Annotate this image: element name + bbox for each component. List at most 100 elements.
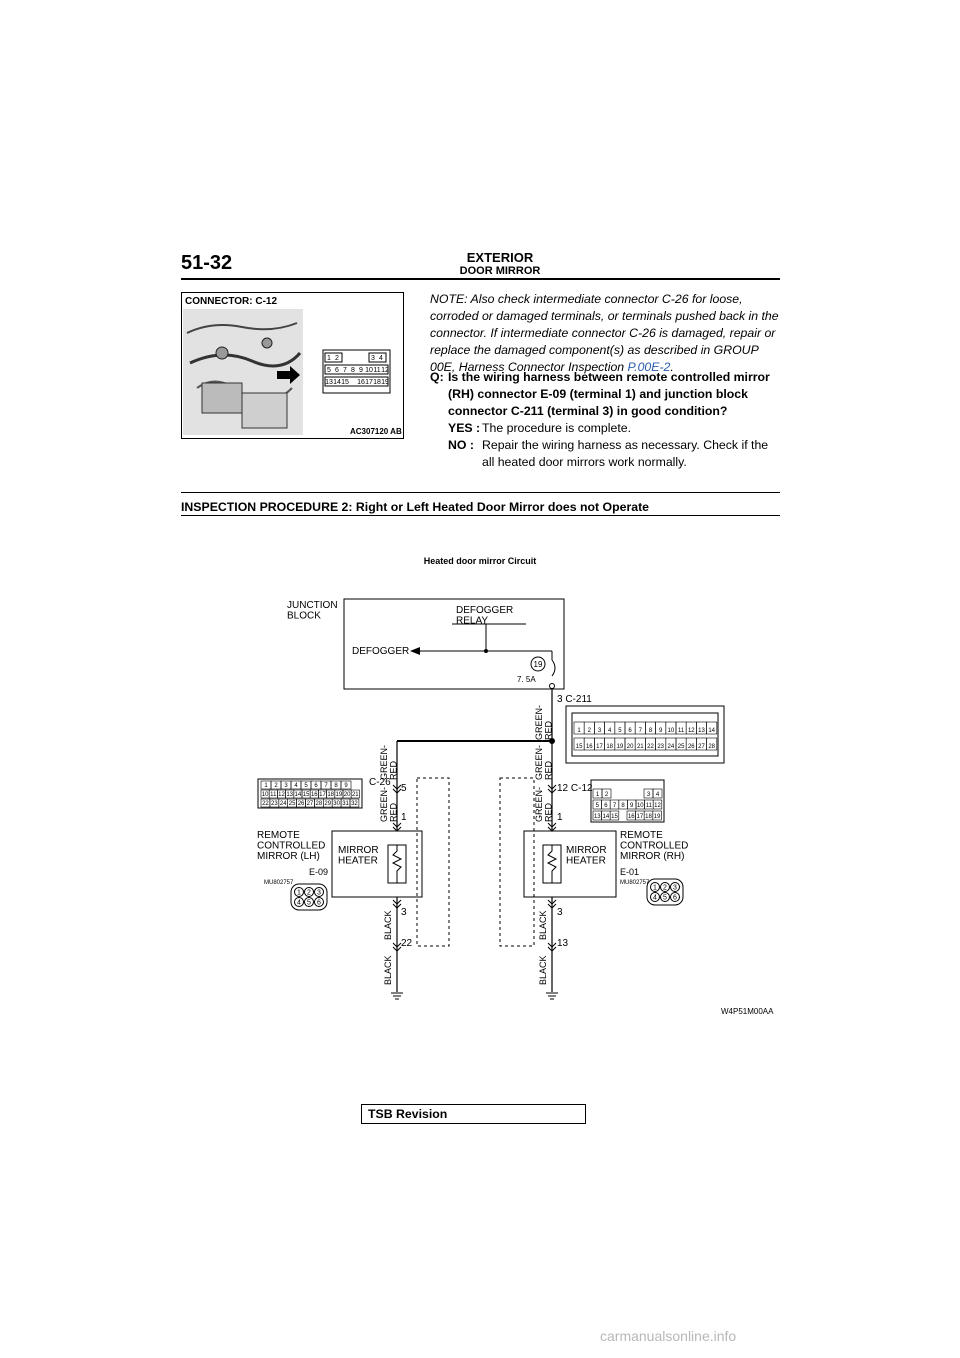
pin-number: 17: [637, 814, 644, 820]
pin-label: 3: [401, 907, 407, 918]
pin-number: 1: [577, 728, 581, 734]
pin-number: 22: [262, 801, 269, 807]
pin-cell: [314, 897, 324, 907]
note-end: .: [670, 360, 674, 374]
pin-number: 6: [314, 783, 318, 789]
pin-label: 22: [401, 938, 413, 949]
pin-label: 3: [557, 907, 563, 918]
svg-text:13: 13: [325, 379, 333, 386]
diagram-code: W4P51M00AA: [721, 1007, 774, 1016]
pin-number: 3: [647, 792, 651, 798]
connector-photo: 1 2 3 4 5 6 7 8 9 10 11 12 13 14 15 16 1…: [181, 292, 404, 439]
pin-number: 13: [594, 814, 601, 820]
pin-number: 16: [586, 744, 593, 750]
question-label: Q:: [430, 370, 444, 384]
pin-number: 8: [334, 783, 338, 789]
pin-cell: [660, 882, 670, 892]
answer-text: The procedure is complete.: [482, 421, 632, 435]
housing-dashed: [499, 777, 535, 947]
pin-cell: [350, 789, 360, 799]
svg-text:8: 8: [351, 367, 355, 374]
question-text: Is the wiring harness between remote con…: [448, 370, 770, 418]
svg-text:5: 5: [327, 367, 331, 374]
terminal: [549, 683, 555, 689]
svg-text:18: 18: [373, 379, 381, 386]
svg-text:3: 3: [371, 355, 375, 362]
section-subtitle: DOOR MIRROR: [459, 265, 541, 277]
svg-text:10: 10: [365, 367, 373, 374]
connector-illustration: 1 2 3 4 5 6 7 8 9 10 11 12 13 14 15 16 1…: [183, 309, 391, 435]
svg-text:1: 1: [327, 355, 331, 362]
splice-dot: [549, 738, 555, 744]
c12-label: 12 C-12: [557, 783, 593, 794]
pin-number: 2: [307, 890, 311, 897]
bolt: [261, 337, 273, 349]
fuse-number-badge: [530, 656, 546, 672]
svg-text:19: 19: [381, 379, 389, 386]
defogger-label: DEFOGGER: [352, 646, 409, 657]
pin-number: 30: [333, 801, 340, 807]
pin-number: 13: [698, 728, 705, 734]
pin-number: 21: [352, 792, 359, 798]
pin-cell: [660, 892, 670, 902]
ground-icon: [391, 992, 403, 1000]
svg-text:11: 11: [373, 367, 380, 374]
photo-code: AC307120 AB: [350, 427, 402, 436]
junction-block-box: [343, 598, 565, 690]
mirror-lh-box: [331, 830, 423, 898]
note-text: NOTE: Also check intermediate connector …: [430, 292, 779, 374]
pin-cell: [650, 892, 660, 902]
connector-chevron: [547, 784, 557, 794]
pin-number: 9: [344, 783, 348, 789]
pin-cell: [652, 788, 663, 799]
svg-text:4: 4: [379, 355, 383, 362]
note-reference-link[interactable]: P.00E-2: [627, 360, 671, 374]
fuse-rating: 7. 5A: [517, 675, 536, 684]
pin-number: 9: [630, 803, 634, 809]
pin-number: 16: [628, 814, 635, 820]
pin-cell: [652, 799, 663, 810]
pin-number: 27: [307, 801, 314, 807]
pin-number: 2: [274, 783, 278, 789]
pin-number: 29: [324, 801, 331, 807]
svg-text:17: 17: [365, 379, 373, 386]
note-paragraph: NOTE: Also check intermediate connector …: [430, 291, 782, 376]
pin-cell: [650, 882, 660, 892]
pin-label: 1: [557, 812, 563, 823]
pin-label: 13: [557, 938, 569, 949]
pin-number: 6: [604, 803, 608, 809]
pin-number: 2: [588, 728, 592, 734]
photo-caption: CONNECTOR: C-12: [185, 296, 278, 307]
pin-number: 11: [646, 803, 653, 809]
pin-number: 25: [678, 744, 685, 750]
c26-label: C-26: [369, 777, 391, 788]
connector-chevron: [547, 942, 557, 952]
wire-color-label: BLACK: [383, 910, 393, 940]
part-code: MU802757: [264, 880, 294, 886]
pin-cell: [601, 788, 612, 799]
pin-number: 9: [659, 728, 663, 734]
pin-cell: [304, 897, 314, 907]
pin-cell: [340, 780, 352, 790]
pin-number: 4: [656, 792, 660, 798]
pin-number: 19: [654, 814, 661, 820]
pin-number: 12: [654, 803, 661, 809]
bolt: [215, 346, 229, 360]
pin-number: 4: [608, 728, 612, 734]
mirror-rh-box: [523, 830, 617, 898]
pin-number: 5: [304, 783, 308, 789]
pin-number: 8: [621, 803, 625, 809]
pin-number: 15: [576, 744, 583, 750]
connector-chevron: [547, 899, 557, 909]
wire-color-label: GREEN-RED: [534, 745, 553, 780]
pin-number: 5: [618, 728, 622, 734]
arrow-icon: [410, 647, 420, 655]
pin-number: 6: [317, 900, 321, 907]
pin-number: 17: [596, 744, 603, 750]
